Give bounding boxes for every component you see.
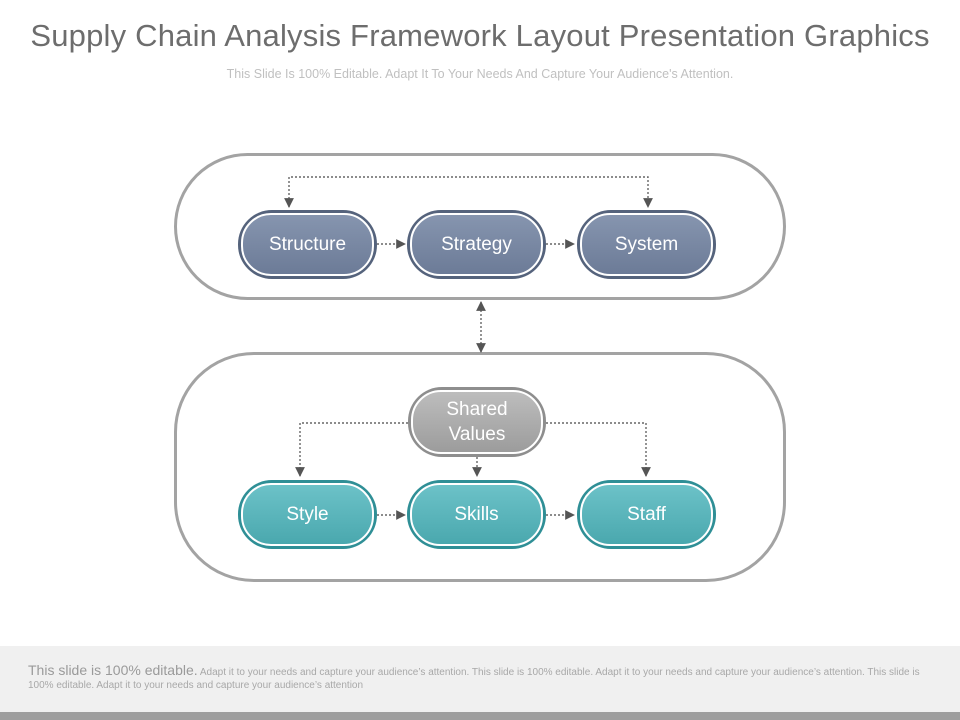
slide-subtitle: This Slide Is 100% Editable. Adapt It To… [226,67,734,81]
node-shared-values[interactable]: Shared Values [408,387,546,457]
node-structure[interactable]: Structure [238,210,377,279]
node-strategy[interactable]: Strategy [407,210,546,279]
footer-text: This slide is 100% editable. Adapt it to… [28,662,928,692]
slide-title: Supply Chain Analysis Framework Layout P… [30,18,930,53]
node-structure-label: Structure [241,213,374,276]
node-skills[interactable]: Skills [407,480,546,549]
node-staff-label: Staff [580,483,713,546]
node-skills-label: Skills [410,483,543,546]
connector-shared-staff [546,422,651,477]
footer-lead: This slide is 100% editable. [28,662,198,678]
node-staff[interactable]: Staff [577,480,716,549]
footer-panel: This slide is 100% editable. Adapt it to… [0,646,960,712]
bottom-bar [0,712,960,720]
node-system[interactable]: System [577,210,716,279]
node-system-label: System [580,213,713,276]
connector-structure-system [284,176,653,208]
node-style[interactable]: Style [238,480,377,549]
node-shared-values-label: Shared Values [411,390,543,454]
node-strategy-label: Strategy [410,213,543,276]
connector-shared-style [295,422,408,477]
footer-body: Adapt it to your needs and capture your … [28,667,920,691]
node-style-label: Style [241,483,374,546]
